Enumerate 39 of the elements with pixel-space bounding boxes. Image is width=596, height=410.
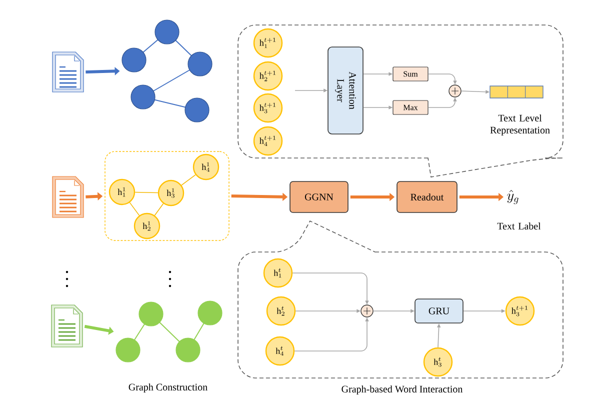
graph-edge xyxy=(129,202,140,216)
word-node: $\mathrm{h}_{3}^{t+1}$ xyxy=(253,93,283,123)
process-box: GRU xyxy=(414,298,464,324)
word-node: $\mathrm{h}_{2}^{1}$ xyxy=(134,212,160,240)
word-node: $\mathrm{h}_{1}^{1}$ xyxy=(108,178,136,206)
word-node: $\mathrm{h}_{3}^{1}$ xyxy=(158,180,184,206)
layer-box: Attention Layer xyxy=(328,46,364,134)
document-icon xyxy=(51,304,83,348)
process-box: Readout xyxy=(396,181,458,213)
document-icon xyxy=(52,52,84,92)
word-node: $\mathrm{h}_{2}^{t}$ xyxy=(266,296,296,326)
word-node: $\mathrm{h}_{1}^{t}$ xyxy=(263,258,293,288)
output-symbol: $\hat{y}_{g}$ xyxy=(507,190,518,204)
word-node: $\mathrm{h}_{3}^{t}$ xyxy=(423,347,453,377)
graph-drawing xyxy=(116,300,222,362)
graph-edge xyxy=(154,203,164,216)
process-box: GGNN xyxy=(290,181,348,213)
operation-box: Sum xyxy=(392,66,428,82)
callout-bubble xyxy=(238,24,564,178)
graph-drawing xyxy=(122,20,212,122)
section-caption: Graph Construction xyxy=(128,383,208,393)
graph-edge xyxy=(134,192,158,194)
word-node: $\mathrm{h}_{2}^{t+1}$ xyxy=(253,61,283,91)
word-node: $\mathrm{h}_{4}^{t+1}$ xyxy=(253,126,283,156)
dotted-box xyxy=(104,151,230,241)
word-node: $\mathrm{h}_{4}^{t}$ xyxy=(265,336,295,366)
plus-circle xyxy=(360,304,374,318)
operation-box: Max xyxy=(392,100,428,115)
section-caption: Graph-based Word Interaction xyxy=(342,385,463,395)
plus-circle xyxy=(448,84,462,98)
word-node: $\mathrm{h}_{1}^{t+1}$ xyxy=(253,28,283,58)
callout-bubble xyxy=(238,220,564,378)
word-node: $\mathrm{h}_{4}^{1}$ xyxy=(192,154,220,180)
document-icon xyxy=(52,176,84,218)
graph-edge xyxy=(181,174,196,186)
node-label: Text Label xyxy=(497,222,541,230)
word-node: $\mathrm{h}_{3}^{t+1}$ xyxy=(505,296,535,326)
vector-bar xyxy=(490,86,544,98)
node-label: Text Level Representation xyxy=(490,114,550,136)
